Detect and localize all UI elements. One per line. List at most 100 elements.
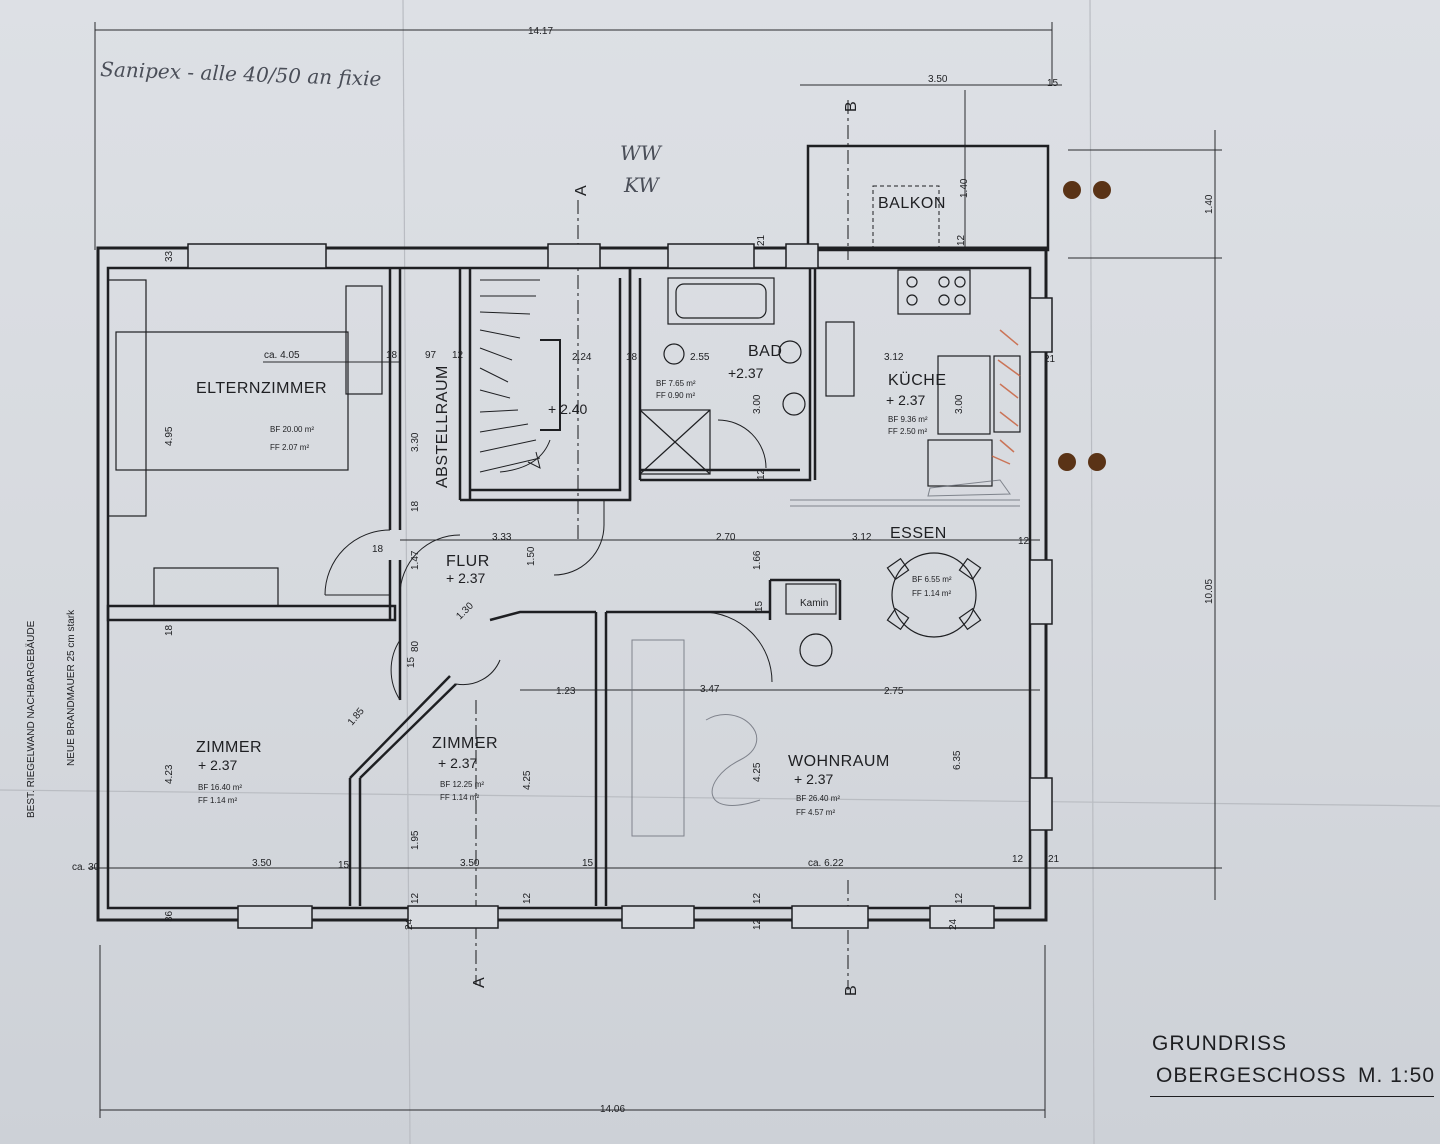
dim-wall-18a: 18 <box>386 350 398 361</box>
title-obergeschoss: OBERGESCHOSS <box>1156 1064 1347 1087</box>
room-wohnraum: WOHNRAUM <box>788 753 890 770</box>
title-grundriss: GRUNDRISS <box>1152 1032 1288 1055</box>
dim-kueche-depth: 3.00 <box>954 394 965 414</box>
room-zimmer-1: ZIMMER <box>196 739 262 756</box>
kueche-ff: FF 2.50 m² <box>888 427 927 436</box>
room-bad: BAD <box>748 343 782 360</box>
kueche-level: + 2.37 <box>886 392 926 408</box>
wohnraum-ff: FF 4.57 m² <box>796 808 835 817</box>
dim-flur-width: 3.33 <box>492 532 512 543</box>
handwritten-ww: WW <box>620 141 663 165</box>
dim-balkon-width: 3.50 <box>928 74 948 85</box>
dim-bad-depth: 3.00 <box>752 394 763 414</box>
dim-wall-18b: 18 <box>626 352 638 363</box>
dim-wall-12b: 12 <box>956 234 967 246</box>
dim-wall-12g: 12 <box>522 892 533 904</box>
dim-wall-12e: 12 <box>1012 854 1024 865</box>
essen-bf: BF 6.55 m² <box>912 575 952 584</box>
stair-landing-level: + 2.40 <box>548 401 588 417</box>
section-lines <box>475 100 849 990</box>
zimmer-2-ff: FF 1.14 m² <box>440 793 479 802</box>
dim-wall-15b: 15 <box>754 600 765 612</box>
dim-wohn-depth2: 6.35 <box>952 750 963 770</box>
dim-wall-21a: 21 <box>1044 354 1056 365</box>
dim-kueche-width: 3.12 <box>884 352 904 363</box>
kamin-label: Kamin <box>800 598 828 609</box>
room-essen: ESSEN <box>890 525 947 542</box>
dim-diag1: 1.30 <box>454 600 476 622</box>
dim-wall-12i: 12 <box>954 892 965 904</box>
dim-wall-97: 97 <box>425 350 437 361</box>
dim-essen-depth: 1.66 <box>752 550 763 570</box>
title-underline <box>1150 1096 1434 1097</box>
dim-wall-18e: 18 <box>164 624 175 636</box>
dim-z2-small: 1.95 <box>410 830 421 850</box>
bed-furniture <box>107 279 383 607</box>
elternzimmer-bf: BF 20.00 m² <box>270 425 314 434</box>
balcony-inner <box>872 185 940 251</box>
dim-mid-width: 2.70 <box>716 532 736 543</box>
red-marker-lines <box>991 329 1021 465</box>
dim-wall-80: 80 <box>410 640 421 652</box>
section-b-bottom: B <box>843 985 860 996</box>
dim-flur-depth1: 1.47 <box>410 550 421 570</box>
room-abstellraum: ABSTELLRAUM <box>434 365 451 488</box>
section-b-top: B <box>843 101 860 112</box>
wall-label-riegelwand: BEST. RIEGELWAND NACHBARGEBÄUDE <box>25 620 37 818</box>
dim-wall-24b: 24 <box>948 918 959 930</box>
dim-abst-depth: 3.30 <box>410 432 421 452</box>
fixtures <box>639 269 1021 667</box>
bad-ff: FF 0.90 m² <box>656 391 695 400</box>
dim-bad-width: 2.55 <box>690 352 710 363</box>
dim-z2-depth: 4.25 <box>522 770 533 790</box>
room-kueche: KÜCHE <box>888 371 947 389</box>
essen-ff: FF 1.14 m² <box>912 589 951 598</box>
dim-diag2: 1.85 <box>346 706 367 728</box>
handwritten-note: Sanipex - alle 40/50 an fixie <box>100 57 382 91</box>
door-swings <box>324 419 773 701</box>
dim-wall-33: 33 <box>164 250 175 262</box>
elternzimmer-ff: FF 2.07 m² <box>270 443 309 452</box>
dining-table <box>886 552 982 638</box>
title-scale: M. 1:50 <box>1358 1064 1436 1087</box>
dim-wall-12f: 12 <box>410 892 421 904</box>
dimension-lines <box>88 22 1222 1118</box>
dim-wall-36: 36 <box>164 910 175 922</box>
dim-wall-15e: 15 <box>582 858 594 869</box>
dim-wall-12d: 12 <box>1018 536 1030 547</box>
punch-holes <box>1058 181 1111 471</box>
dim-wall-12h: 12 <box>752 892 763 904</box>
dim-overall-depth: 10.05 <box>1204 579 1215 604</box>
zimmer-2-level: + 2.37 <box>438 755 478 771</box>
zimmer-2-bf: BF 12.25 m² <box>440 780 484 789</box>
dim-balkon-depth: 1.40 <box>959 178 970 198</box>
dim-wall-15c: 15 <box>406 656 417 668</box>
bad-level: +2.37 <box>728 365 764 381</box>
dim-overall-top: 14.17 <box>528 26 553 37</box>
dim-w-275: 2.75 <box>884 686 904 697</box>
room-elternzimmer: ELTERNZIMMER <box>196 380 327 397</box>
dim-w-347: 3.47 <box>700 684 720 695</box>
kueche-bf: BF 9.36 m² <box>888 415 928 424</box>
dim-wohn-depth: 4.25 <box>752 762 763 782</box>
dim-wall-24a: 24 <box>404 918 415 930</box>
wohnraum-bf: BF 26.40 m² <box>796 794 840 803</box>
section-a-top: A <box>573 185 590 196</box>
zimmer-1-bf: BF 16.40 m² <box>198 783 242 792</box>
interior-walls <box>106 268 842 906</box>
dim-stair-width: 2.24 <box>572 352 592 363</box>
dim-wall-12a: 12 <box>452 350 464 361</box>
dim-flur-depth2: 1.50 <box>526 546 537 566</box>
dim-eltern-depth: 4.95 <box>164 426 175 446</box>
dim-wall-15: 15 <box>1047 78 1059 89</box>
dim-wall-12j: 12 <box>752 918 763 930</box>
dim-wohn-width: ca. 6.22 <box>808 858 844 869</box>
dim-ca30: ca. 30 <box>72 862 100 873</box>
zimmer-1-ff: FF 1.14 m² <box>198 796 237 805</box>
dim-z1-depth: 4.23 <box>164 764 175 784</box>
wall-label-brandmauer: NEUE BRANDMAUER 25 cm stark <box>66 609 77 766</box>
dim-w-123: 1.23 <box>556 686 576 697</box>
